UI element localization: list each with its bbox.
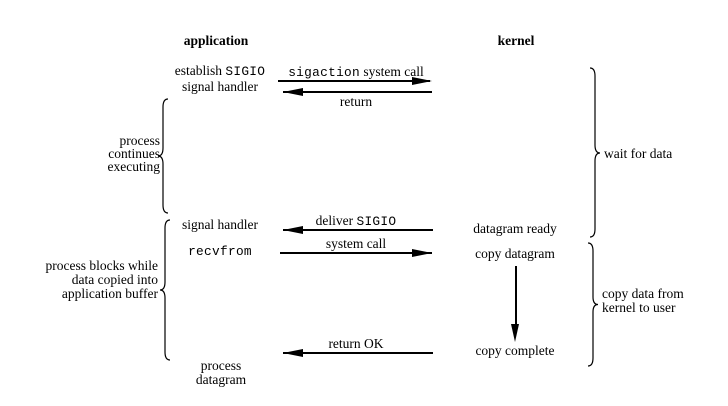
kernel-step-copy-complete: copy complete (475, 343, 555, 358)
deliver-text: deliver (315, 213, 354, 228)
deliver-sigio-code: SIGIO (356, 214, 397, 229)
arrowhead-left-deliver-sigio (283, 226, 303, 234)
sigio-code: SIGIO (225, 64, 266, 79)
sigaction-code: sigaction (288, 65, 361, 80)
arrow-line-system-call (280, 252, 432, 254)
msg-label-sigaction-system-call: sigaction system call (278, 64, 434, 80)
annotation-wait-for-data: wait for data (604, 146, 673, 161)
annotation-line: executing (107, 159, 160, 174)
sigaction-rest: system call (363, 64, 424, 79)
brace-right-copy-data (587, 242, 599, 367)
datagram-line: datagram (195, 372, 247, 387)
arrow-line-return (283, 91, 432, 93)
arrowhead-down-copy-progress (511, 324, 519, 342)
establish-sigio-line: establish SIGIO (139, 63, 301, 79)
signal-handler-line: signal handler (181, 79, 259, 94)
brace-left-process-blocks (159, 219, 171, 361)
app-step-signal-handler: signal handler (181, 217, 259, 232)
arrowhead-right-system-call (412, 249, 432, 257)
annotation-line: copy data from (602, 286, 684, 301)
arrow-line-return-ok (283, 352, 433, 354)
annotation-line: process blocks while (45, 258, 158, 273)
arrow-line-deliver-sigio (283, 229, 433, 231)
brace-left-process-continues (157, 98, 169, 214)
annotation-process-blocks: process blocks while data copied into ap… (28, 259, 158, 301)
column-header-kernel: kernel (497, 33, 535, 48)
establish-text: establish (174, 63, 222, 78)
kernel-step-copy-datagram: copy datagram (475, 246, 555, 261)
annotation-process-continues-executing: process continues executing (58, 133, 161, 174)
annotation-line: continues (108, 146, 160, 161)
kernel-step-datagram-ready: datagram ready (473, 221, 557, 236)
arrow-line-copy-progress (515, 266, 517, 325)
annotation-line: kernel to user (602, 300, 676, 315)
msg-label-system-call: system call (325, 236, 387, 251)
app-step-recvfrom: recvfrom (188, 244, 252, 259)
app-step-process-datagram: process datagram (141, 359, 301, 387)
annotation-line: process (119, 133, 161, 148)
arrowhead-left-return-ok (283, 349, 303, 357)
process-line: process (200, 358, 242, 373)
msg-label-return: return (339, 94, 373, 109)
arrowhead-left-return (283, 88, 303, 96)
arrow-line-sigaction (278, 80, 430, 82)
annotation-line: data copied into (71, 272, 158, 287)
msg-label-return-ok: return OK (328, 336, 384, 351)
column-header-application: application (183, 33, 249, 48)
annotation-line: application buffer (61, 286, 158, 301)
arrowhead-right-sigaction (412, 77, 432, 85)
msg-label-deliver-sigio: deliver SIGIO (278, 213, 434, 229)
annotation-copy-data-kernel-user: copy data from kernel to user (602, 287, 684, 315)
brace-right-wait-for-data (589, 67, 601, 238)
app-step-establish-handler: establish SIGIO signal handler (139, 63, 301, 94)
